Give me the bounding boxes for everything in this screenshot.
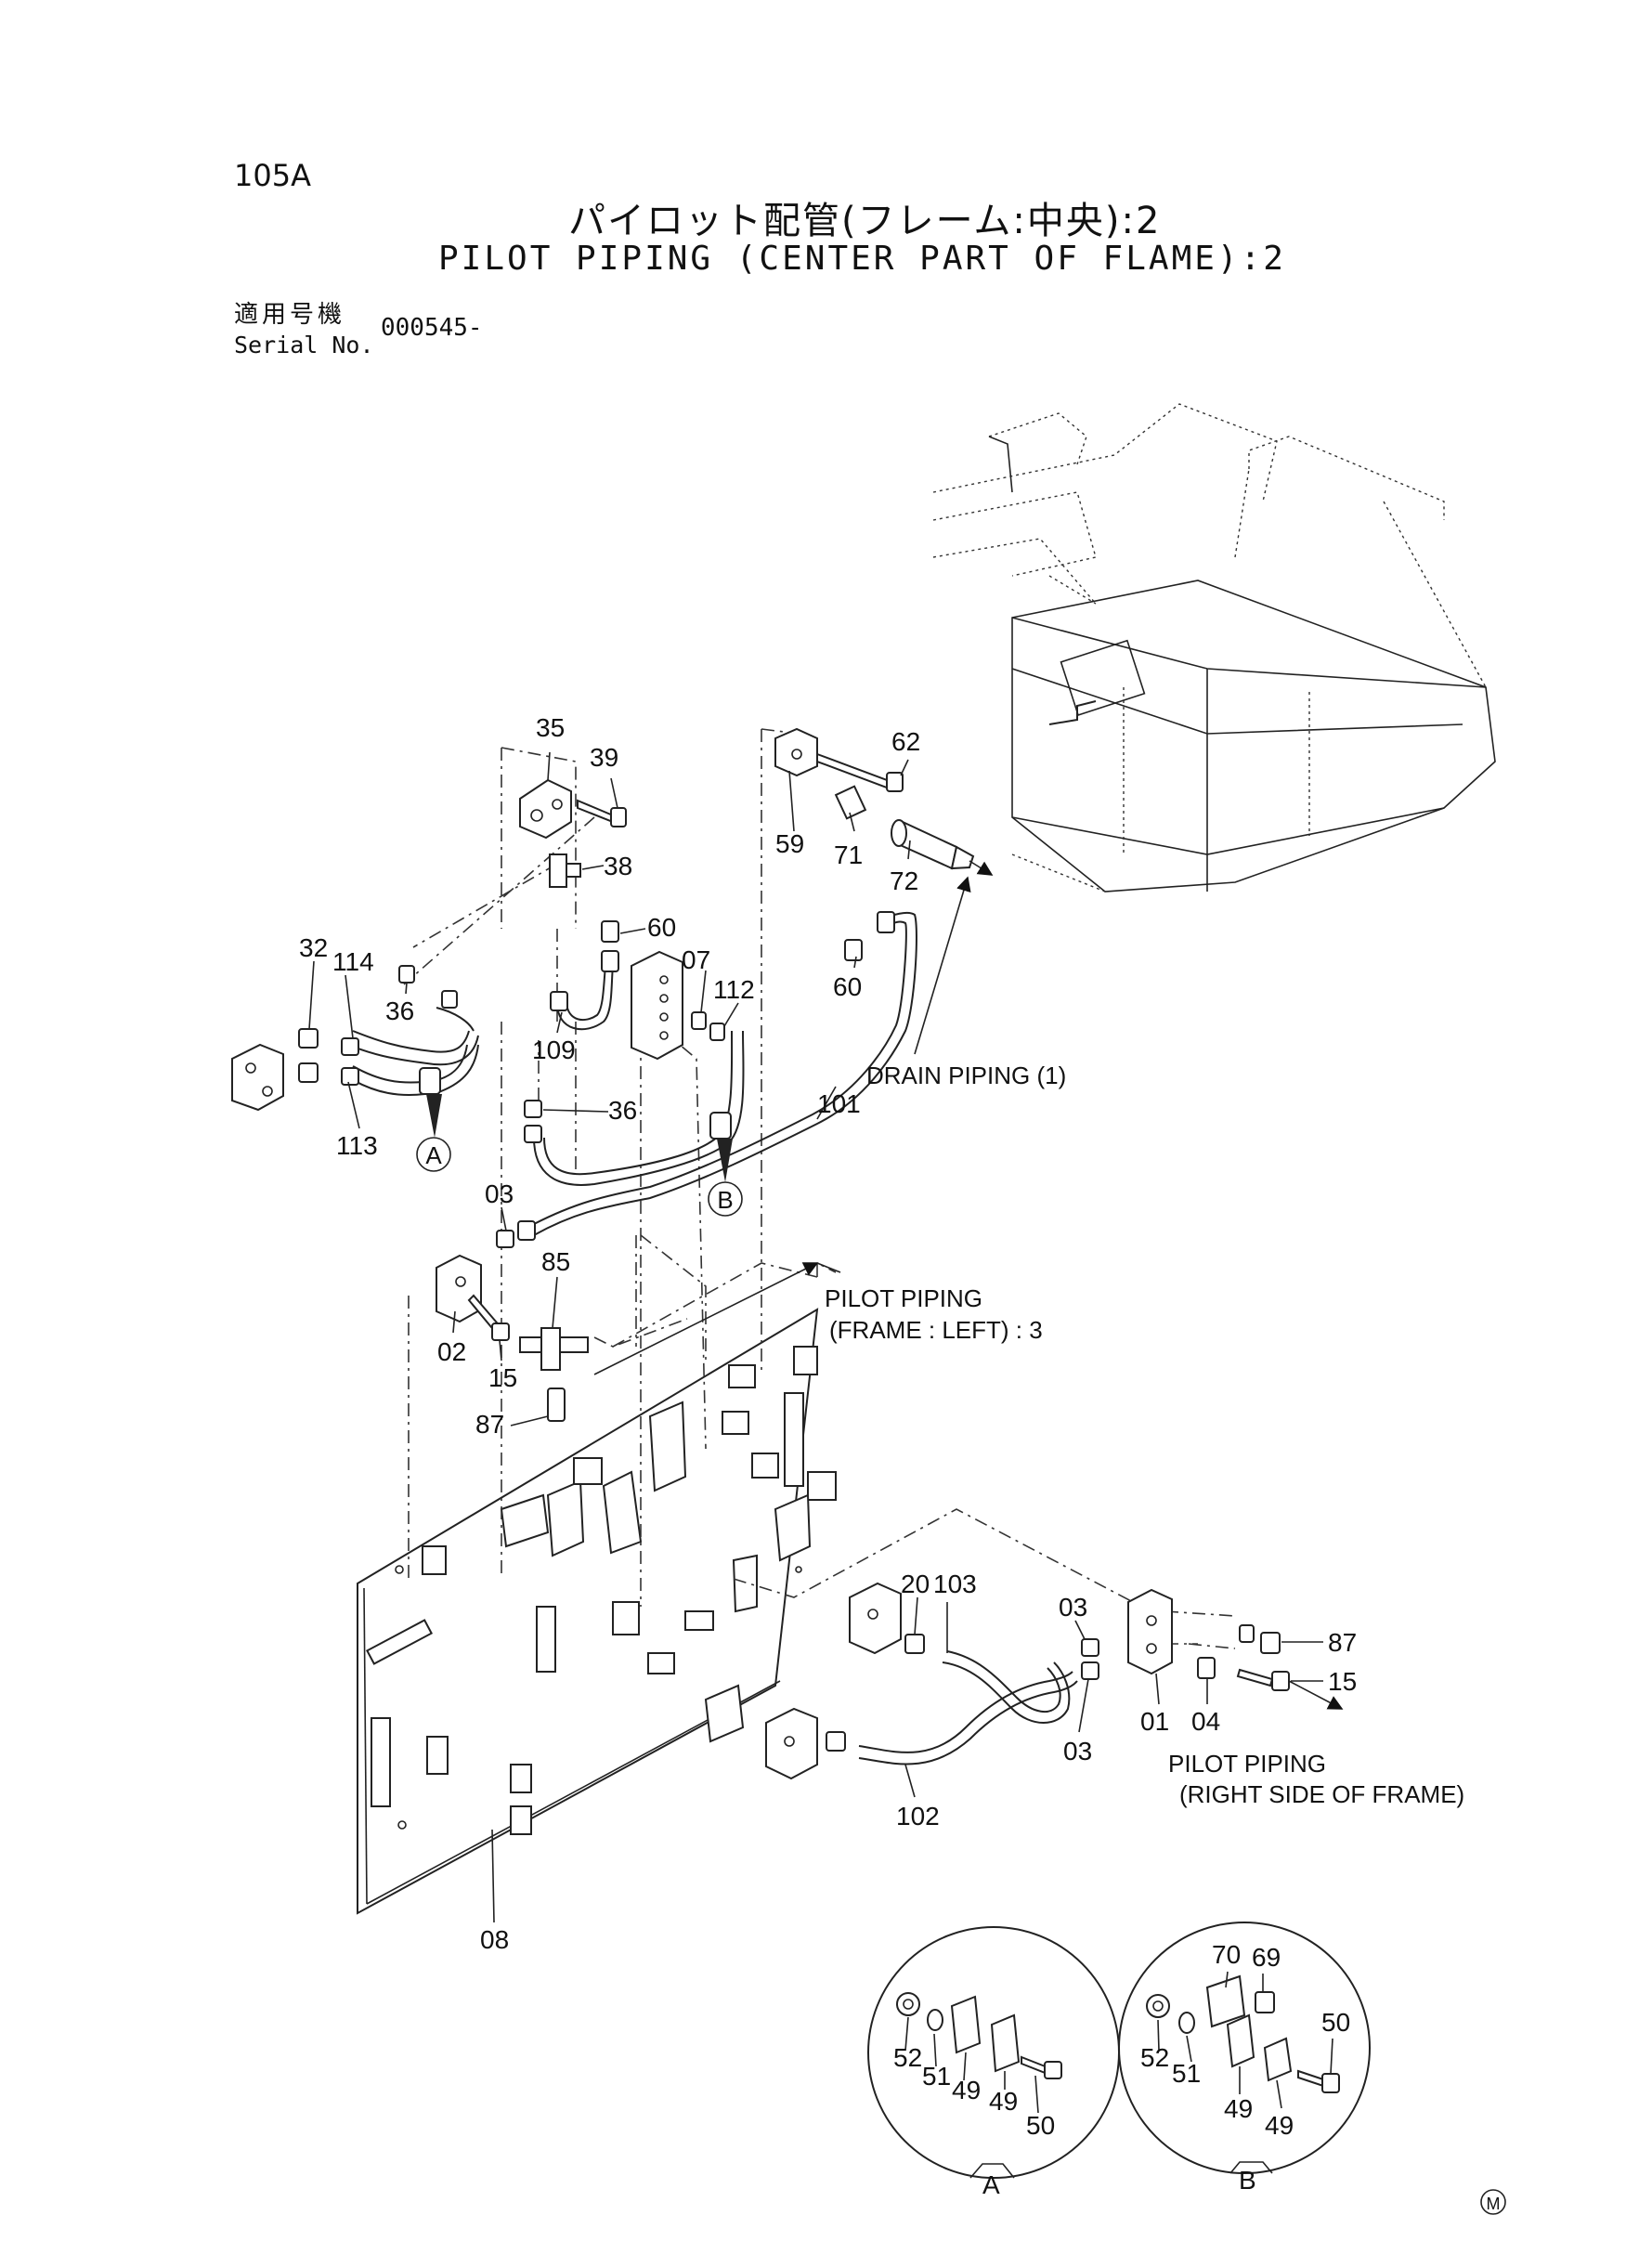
part-label: 49 bbox=[989, 2087, 1018, 2116]
callout-pilot-right-line2: (RIGHT SIDE OF FRAME) bbox=[1179, 1780, 1464, 1808]
ref-a-letter: A bbox=[425, 1141, 442, 1169]
callout-pilot-left-line2: (FRAME : LEFT) : 3 bbox=[829, 1316, 1043, 1344]
part-label: 51 bbox=[1172, 2059, 1201, 2088]
components bbox=[231, 727, 1290, 1780]
detail-view-b: 70 69 52 51 50 49 49 B bbox=[1118, 1922, 1371, 2195]
part-label: 36 bbox=[385, 997, 414, 1025]
part-label: 15 bbox=[488, 1363, 517, 1392]
part-label: 52 bbox=[1140, 2043, 1169, 2072]
part-label: 114 bbox=[332, 947, 374, 976]
part-label: 71 bbox=[834, 840, 863, 869]
part-label: 87 bbox=[1328, 1628, 1357, 1657]
part-label: 70 bbox=[1212, 1940, 1241, 1969]
detail-view-b-letter: B bbox=[1239, 2166, 1256, 2195]
part-label: 39 bbox=[590, 743, 618, 772]
part-label: 51 bbox=[922, 2062, 951, 2091]
leader-lines bbox=[308, 751, 1344, 1923]
part-number-labels: 35 39 38 62 59 71 72 60 60 07 112 109 36… bbox=[299, 713, 1357, 1954]
part-label: 60 bbox=[647, 913, 676, 942]
part-label: 36 bbox=[608, 1096, 637, 1125]
part-label: 109 bbox=[532, 1036, 576, 1064]
part-label: 85 bbox=[541, 1247, 570, 1276]
part-label: 103 bbox=[933, 1570, 977, 1598]
part-label: 49 bbox=[952, 2076, 981, 2104]
part-label: 08 bbox=[480, 1925, 509, 1954]
title-english: PILOT PIPING (CENTER PART OF FLAME):2 bbox=[438, 240, 1286, 278]
part-label: 72 bbox=[890, 866, 918, 895]
callout-drain-piping: DRAIN PIPING (1) bbox=[866, 1062, 1066, 1089]
part-label: 03 bbox=[1063, 1737, 1092, 1765]
serial-number-value: 000545- bbox=[381, 314, 483, 342]
part-label: 101 bbox=[817, 1089, 861, 1118]
part-label: 49 bbox=[1224, 2094, 1253, 2123]
part-label: 07 bbox=[682, 945, 710, 974]
part-label: 50 bbox=[1321, 2008, 1350, 2037]
part-label: 60 bbox=[833, 972, 862, 1001]
part-label: 01 bbox=[1140, 1707, 1169, 1736]
maker-mark-letter: M bbox=[1487, 2195, 1501, 2213]
page-number: 105A bbox=[234, 158, 311, 193]
part-label: 04 bbox=[1191, 1707, 1220, 1736]
callout-pilot-left-line1: PILOT PIPING bbox=[825, 1284, 982, 1312]
reference-marker-b: B bbox=[708, 1181, 743, 1217]
part-label: 32 bbox=[299, 933, 328, 962]
part-label: 112 bbox=[713, 975, 755, 1004]
part-label: 38 bbox=[604, 852, 632, 880]
ref-b-letter: B bbox=[717, 1186, 733, 1214]
serial-label-english: Serial No. bbox=[234, 332, 374, 358]
detail-view-a: 52 51 49 49 50 A bbox=[867, 1926, 1120, 2199]
part-label: 69 bbox=[1252, 1943, 1281, 1972]
part-label: 62 bbox=[891, 727, 920, 756]
title-japanese: パイロット配管(フレーム:中央):2 bbox=[568, 200, 1162, 242]
part-label: 02 bbox=[437, 1337, 466, 1366]
part-label: 102 bbox=[896, 1802, 940, 1831]
part-label: 20 bbox=[901, 1570, 930, 1598]
part-label: 59 bbox=[775, 829, 804, 858]
reference-marker-a: A bbox=[416, 1137, 451, 1172]
part-label: 87 bbox=[475, 1410, 504, 1439]
part-label: 113 bbox=[336, 1131, 378, 1160]
part-label: 52 bbox=[893, 2043, 922, 2072]
part-label: 50 bbox=[1026, 2111, 1055, 2140]
part-label: 15 bbox=[1328, 1667, 1357, 1696]
base-plate bbox=[357, 1308, 837, 1915]
maker-mark: M bbox=[1480, 2189, 1506, 2215]
part-label: 49 bbox=[1265, 2111, 1294, 2140]
detail-view-a-letter: A bbox=[982, 2170, 1000, 2199]
serial-label-japanese: 適用号機 bbox=[234, 301, 346, 329]
machine-frame-illustration bbox=[932, 403, 1496, 892]
part-label: 35 bbox=[536, 713, 565, 742]
part-label: 03 bbox=[1059, 1593, 1087, 1622]
part-label: 03 bbox=[485, 1179, 514, 1208]
callout-pilot-right-line1: PILOT PIPING bbox=[1168, 1750, 1326, 1778]
